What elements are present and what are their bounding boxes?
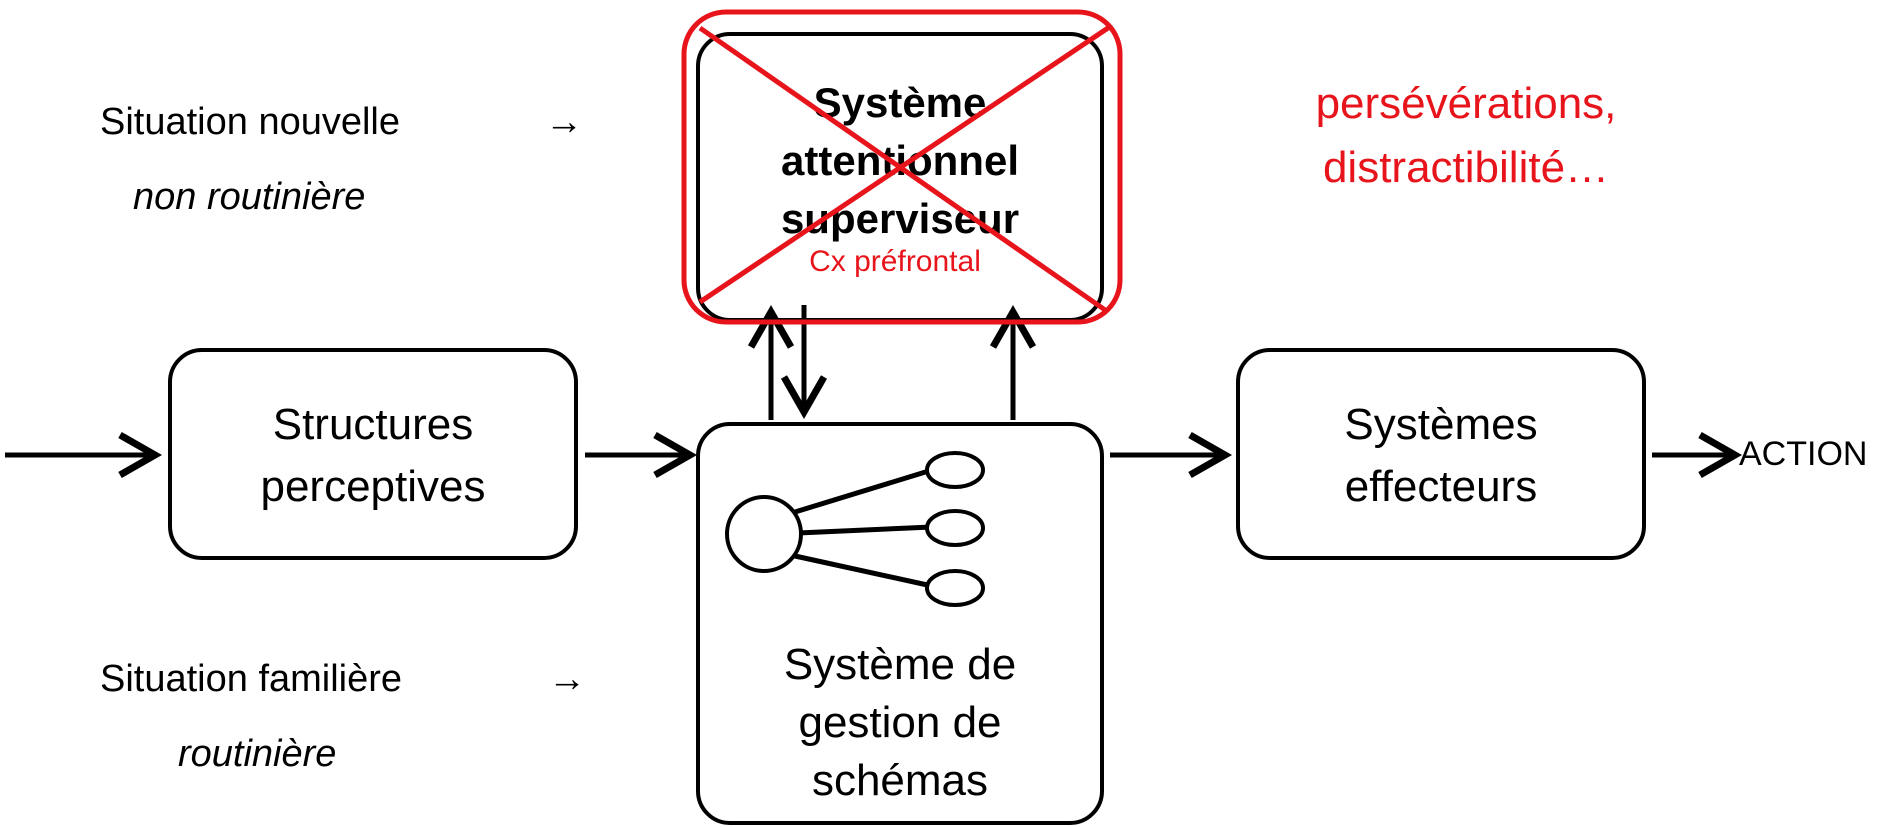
familiar-situation-sublabel: routinière xyxy=(178,733,337,775)
effector-systems-box: Systèmes effecteurs xyxy=(1236,348,1646,560)
novel-situation-arrow: → xyxy=(545,101,583,143)
contention-scheduling-box: Système de gestion de schémas xyxy=(696,422,1104,825)
perceptual-line-1: Structures xyxy=(272,400,474,449)
contention-line-1: Système de xyxy=(783,640,1017,689)
effector-line-1: Systèmes xyxy=(1344,400,1538,449)
perceptual-line-2: perceptives xyxy=(260,462,486,511)
prefrontal-cortex-label: Cx préfrontal xyxy=(809,245,981,278)
action-label: ACTION xyxy=(1739,435,1868,473)
novel-situation-sublabel: non routinière xyxy=(133,176,366,218)
sas-title-line-2: attentionnel xyxy=(781,137,1019,184)
contention-line-2: gestion de xyxy=(798,698,1002,747)
effector-line-2: effecteurs xyxy=(1344,462,1538,511)
lesion-cross-icon xyxy=(681,9,1123,325)
novel-situation-label: Situation nouvelle xyxy=(100,101,400,143)
familiar-situation-arrow: → xyxy=(548,658,586,700)
perceptual-structures-box: Structures perceptives xyxy=(168,348,578,560)
deficit-line-2: distractibilité… xyxy=(1322,143,1610,192)
familiar-situation-label: Situation familière xyxy=(100,658,403,700)
contention-line-3: schémas xyxy=(811,756,989,805)
schema-network-icon xyxy=(725,451,985,607)
sas-title-line-1: Système xyxy=(813,79,987,126)
deficit-line-1: persévérations, xyxy=(1315,79,1617,128)
